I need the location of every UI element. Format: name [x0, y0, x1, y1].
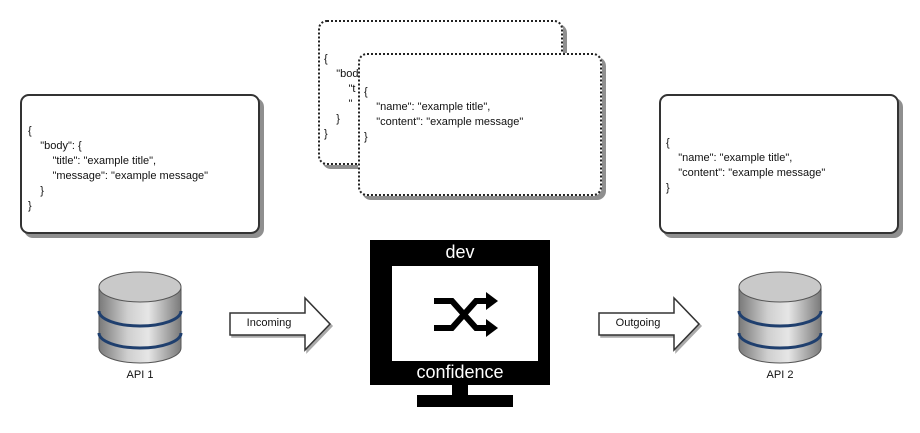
database-icon-api2	[737, 271, 823, 364]
outgoing-arrow	[598, 296, 701, 352]
incoming-arrow	[229, 296, 332, 352]
monitor-top-text: dev	[445, 242, 475, 262]
json-transformed-text: { "name": "example title", "content": "e…	[364, 86, 524, 143]
json-incoming-text: { "body": { "title": "example title", "m…	[28, 125, 209, 212]
shuffle-icon	[434, 292, 498, 337]
outgoing-label: Outgoing	[615, 317, 661, 329]
json-card-incoming: { "body": { "title": "example title", "m…	[20, 94, 260, 234]
json-outgoing-text: { "name": "example title", "content": "e…	[666, 137, 826, 194]
database-icon-api1	[97, 271, 183, 364]
monitor-bottom-text: confidence	[416, 362, 504, 382]
json-card-transformed: { "name": "example title", "content": "e…	[358, 53, 602, 196]
api1-label: API 1	[126, 369, 154, 381]
incoming-label: Incoming	[246, 317, 292, 329]
api2-label: API 2	[766, 369, 794, 381]
json-card-outgoing: { "name": "example title", "content": "e…	[659, 94, 899, 234]
